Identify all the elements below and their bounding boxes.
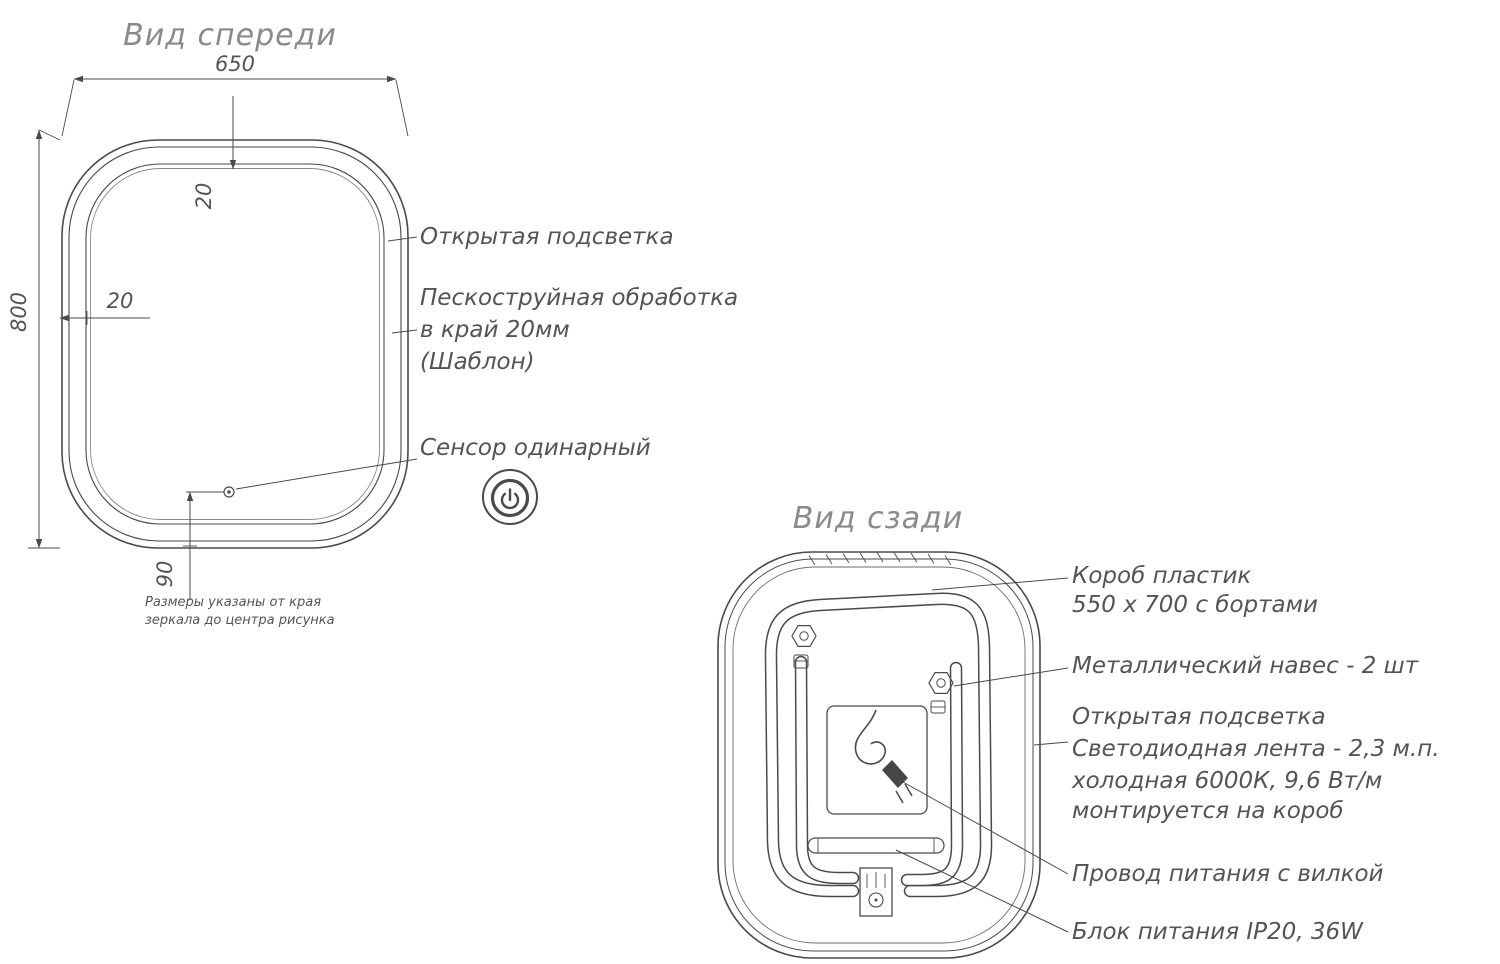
led-strip-channel-right xyxy=(900,661,964,887)
sensor-dot xyxy=(223,486,235,498)
dimension-sensor-offset: 90 xyxy=(153,491,224,600)
callout-led-line4: монтируется на короб xyxy=(1072,798,1344,824)
extension-line xyxy=(61,79,75,137)
sandblast-ring-inner xyxy=(90,168,380,520)
back-view: Вид сзади xyxy=(717,501,1440,959)
power-cable xyxy=(854,709,886,765)
rim-hatch-ticks xyxy=(808,552,952,566)
dimension-sensor-offset-value: 90 xyxy=(153,561,177,588)
callout-sensor: Сенсор одинарный xyxy=(420,435,651,461)
junction-box xyxy=(826,705,928,815)
callout-psu: Блок питания IP20, 36W xyxy=(1072,919,1364,945)
leader-line-cord xyxy=(902,781,1069,875)
dimension-top-inset-value: 20 xyxy=(192,183,216,210)
dimension-left-inset: 20 xyxy=(59,289,150,325)
mirror-inner-contour xyxy=(68,146,402,542)
dimension-note-line2: зеркала до центра рисунка xyxy=(145,613,335,628)
back-view-title: Вид сзади xyxy=(793,501,963,536)
led-strip-channel-outer xyxy=(764,592,993,898)
front-view: Вид спереди 650 800 20 xyxy=(7,18,738,628)
leader-line-sandblast xyxy=(391,329,418,334)
callout-led-line3: холодная 6000К, 9,6 Вт/м xyxy=(1071,768,1382,794)
leader-line-hanger xyxy=(953,667,1069,687)
power-plug xyxy=(882,760,908,788)
callout-sandblast-line2: в край 20мм xyxy=(420,317,570,343)
leader-line-led xyxy=(1033,741,1069,746)
dimension-top-inset: 20 xyxy=(192,96,240,209)
power-symbol-arc xyxy=(500,492,520,510)
callout-box-line2: 550 х 700 с бортами xyxy=(1072,592,1318,618)
sandblast-ring xyxy=(85,163,385,525)
dimension-left-inset-value: 20 xyxy=(107,289,134,313)
callout-led-line1: Открытая подсветка xyxy=(1072,704,1326,730)
extension-line xyxy=(395,79,409,137)
dimension-height: 800 xyxy=(7,129,61,549)
extension-line xyxy=(38,129,61,141)
hanger-left-bracket xyxy=(793,654,809,669)
callout-sandblast-line1: Пескоструйная обработка xyxy=(420,285,738,311)
backpanel-mid-contour xyxy=(724,558,1034,952)
dimension-height-value: 800 xyxy=(7,292,31,332)
leader-line-box xyxy=(931,577,1069,591)
backpanel-inner-contour xyxy=(732,566,1026,944)
hanger-right xyxy=(928,671,954,714)
plug-prong xyxy=(904,783,913,797)
leader-line-backlight xyxy=(387,236,418,242)
power-button-icon xyxy=(482,469,538,525)
dimension-width-value: 650 xyxy=(215,52,255,76)
callout-sandblast-line3: (Шаблон) xyxy=(420,349,535,375)
cord-exit-box xyxy=(859,867,893,917)
led-driver-tube xyxy=(807,837,945,854)
mirror-outer-contour xyxy=(61,139,409,549)
led-strip-channel-left xyxy=(794,655,860,885)
leader-line-psu xyxy=(895,849,1069,933)
callout-hanger: Металлический навес - 2 шт xyxy=(1072,653,1419,679)
front-view-title: Вид спереди xyxy=(123,18,337,53)
callout-cord: Провод питания с вилкой xyxy=(1072,861,1384,887)
leader-line-sensor xyxy=(235,458,418,490)
callout-led-line2: Светодиодная лента - 2,3 м.п. xyxy=(1072,736,1440,762)
callout-box-line1: Короб пластик xyxy=(1072,563,1251,589)
dimension-note-line1: Размеры указаны от края xyxy=(145,595,321,610)
dimension-width: 650 xyxy=(61,52,409,137)
hanger-left xyxy=(791,624,817,669)
plug-prong xyxy=(895,790,904,804)
backpanel-outer-contour xyxy=(717,551,1041,959)
callout-backlight: Открытая подсветка xyxy=(420,224,674,250)
